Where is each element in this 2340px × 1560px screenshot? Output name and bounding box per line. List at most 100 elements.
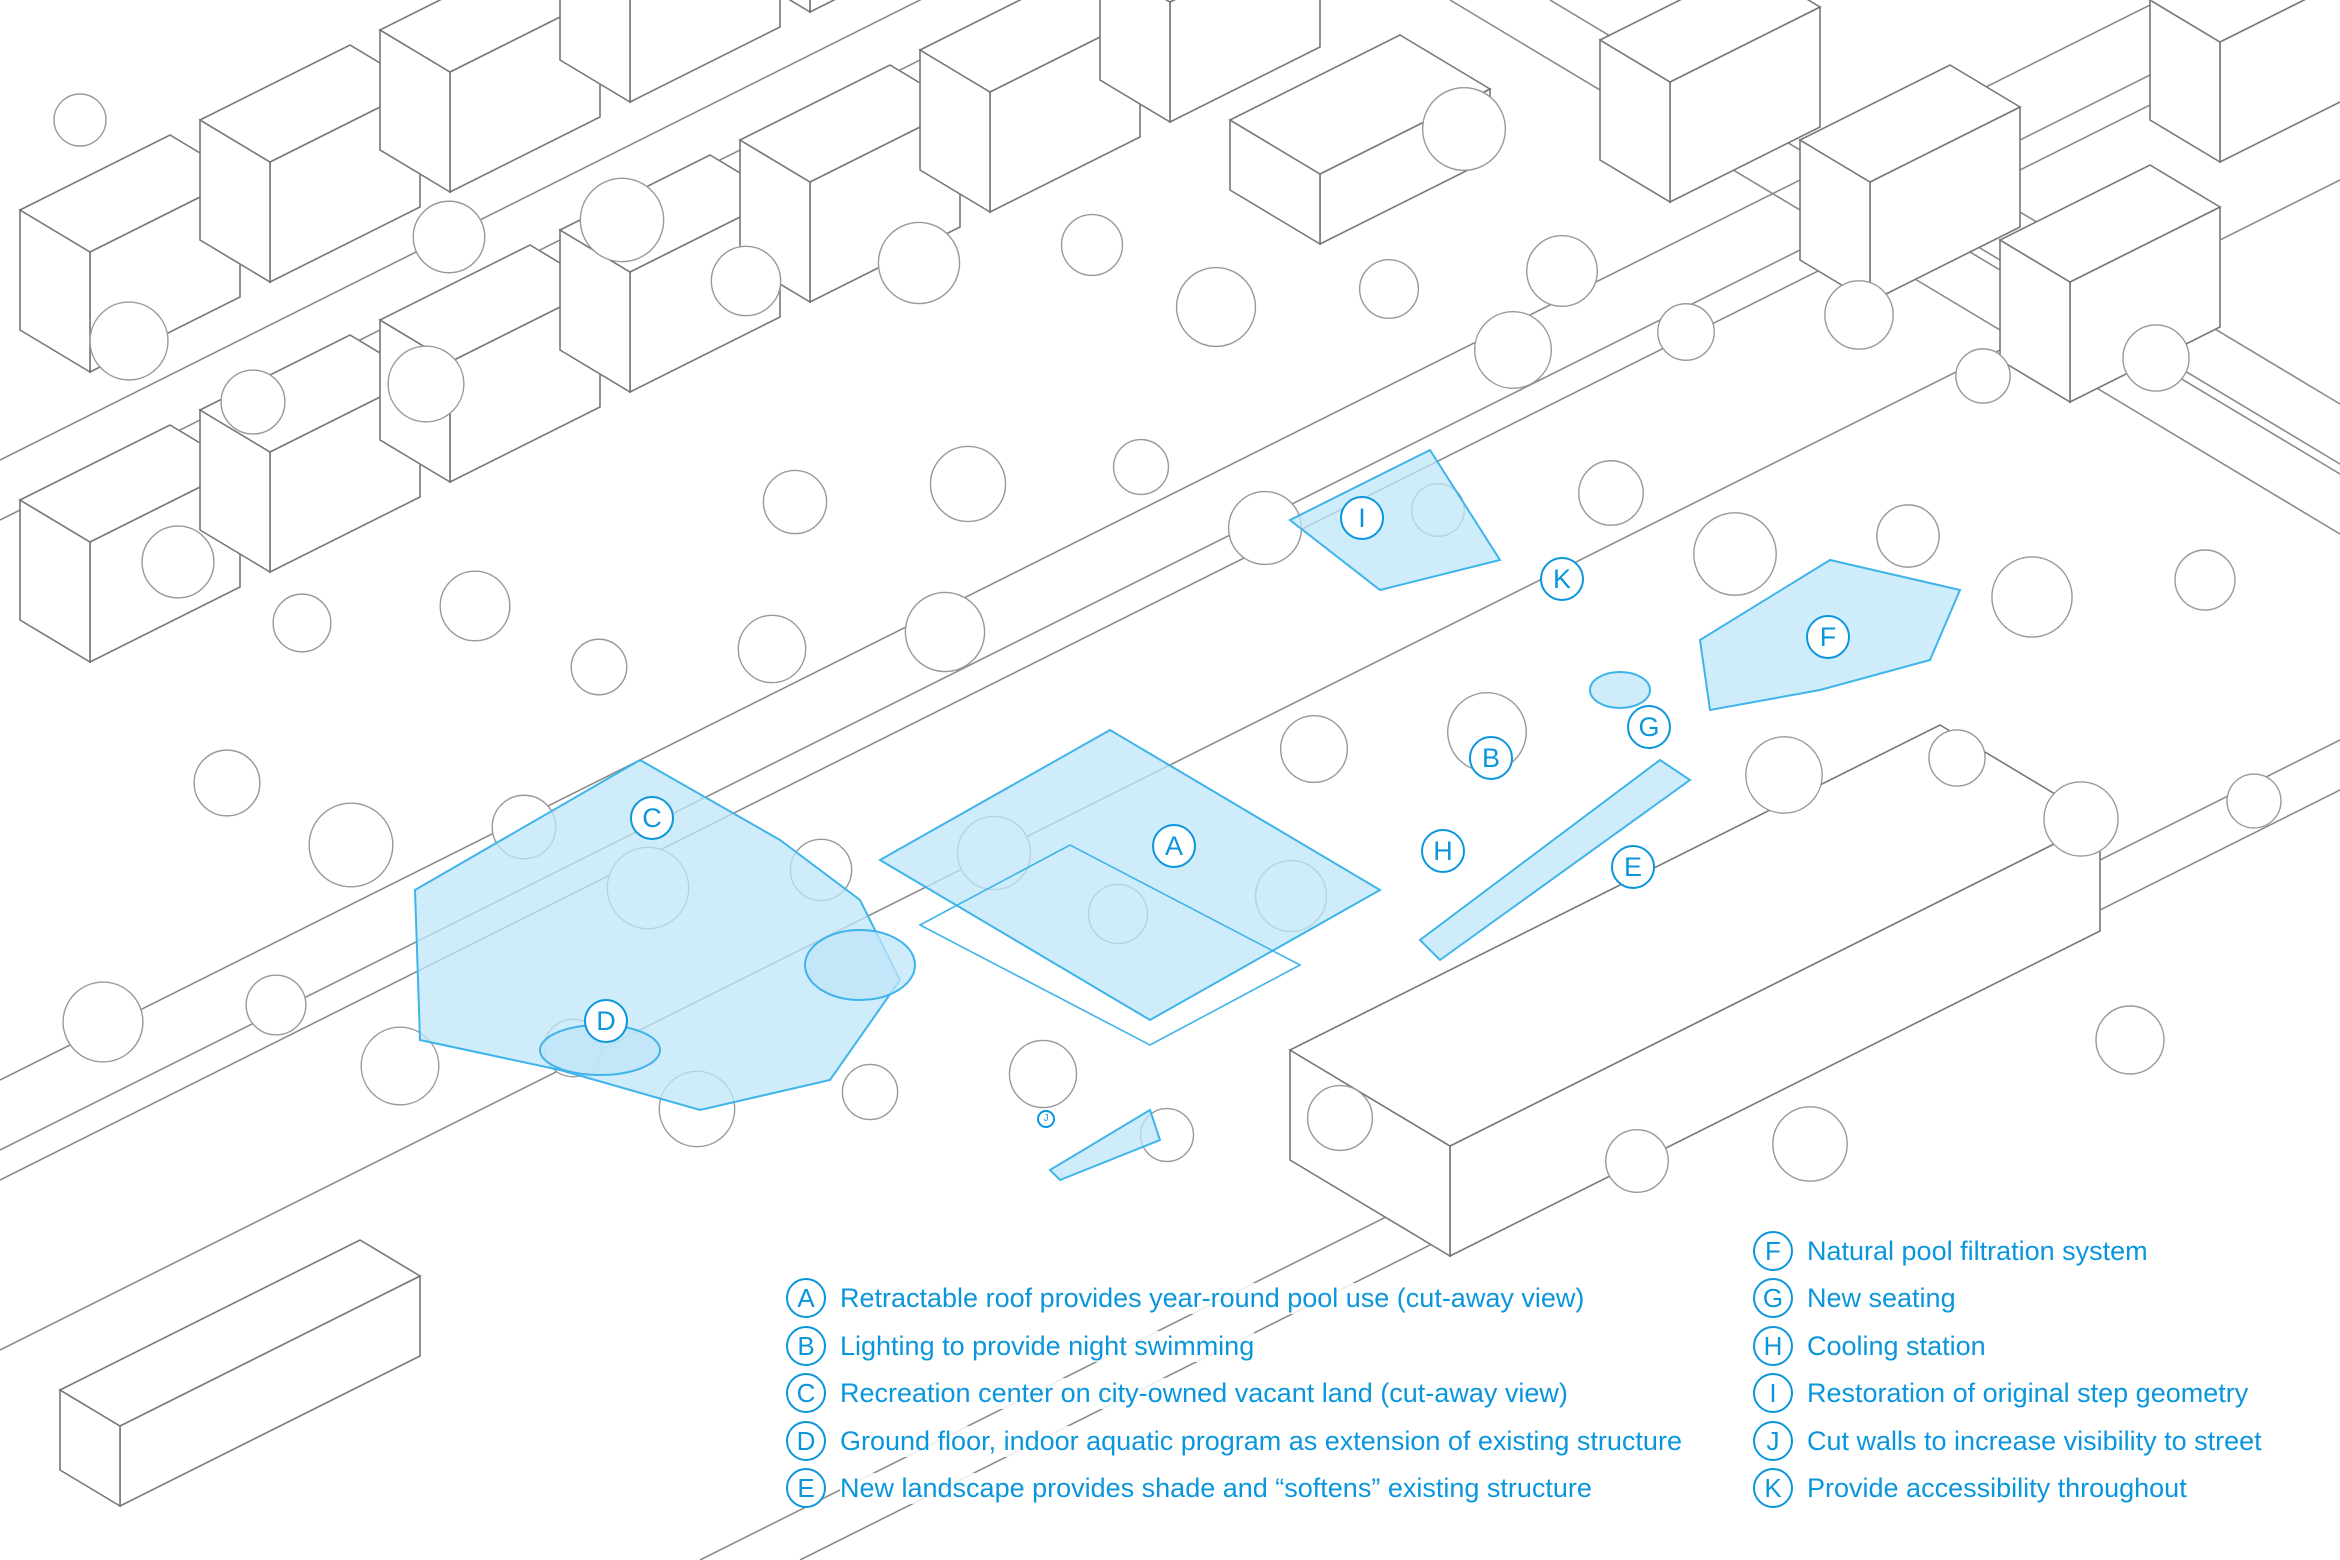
tree	[308, 802, 394, 888]
building-roof	[1228, 34, 1492, 175]
street-line	[0, 179, 2340, 1351]
legend-letter: K	[1753, 1468, 1793, 1508]
cut-wall	[1048, 1108, 1162, 1182]
tree	[737, 614, 807, 684]
legend-item-i: I Restoration of original step geometry	[1753, 1373, 2249, 1413]
seating-ring	[1589, 671, 1651, 709]
tree	[53, 93, 107, 147]
tree	[1928, 729, 1986, 787]
tree	[1060, 213, 1124, 277]
tree	[570, 638, 628, 696]
legend-text: Ground floor, indoor aquatic program as …	[840, 1425, 1682, 1457]
tree	[1175, 266, 1257, 348]
marker-a: A	[1152, 824, 1196, 868]
tree	[1605, 1129, 1669, 1193]
legend-item-d: D Ground floor, indoor aquatic program as…	[786, 1421, 1682, 1461]
tree	[1526, 235, 1598, 307]
marker-i: I	[1340, 496, 1384, 540]
legend-text: New seating	[1807, 1282, 1956, 1314]
building-face	[809, 0, 836, 14]
tree	[1008, 1039, 1078, 1109]
tree	[1112, 438, 1170, 496]
legend-letter: C	[786, 1373, 826, 1413]
legend-letter: H	[1753, 1326, 1793, 1366]
building-roof	[378, 0, 596, 73]
tree	[2122, 324, 2190, 392]
tree	[272, 593, 332, 653]
recreation-center-disc-2	[804, 929, 916, 1001]
legend-text: Lighting to provide night swimming	[840, 1330, 1255, 1362]
marker-g: G	[1627, 705, 1671, 749]
legend-letter: I	[1753, 1373, 1793, 1413]
tree	[1955, 348, 2011, 404]
tree	[1772, 1106, 1848, 1182]
marker-b: B	[1469, 736, 1513, 780]
tree	[1745, 736, 1823, 814]
marker-h: H	[1421, 829, 1465, 873]
tree	[710, 245, 782, 317]
street-line	[0, 0, 2162, 1081]
legend-text: Cooling station	[1807, 1330, 1986, 1362]
building-roof	[1598, 0, 1822, 83]
legend-letter: E	[786, 1468, 826, 1508]
marker-j: J	[1037, 1110, 1055, 1128]
building-face	[788, 0, 811, 14]
recreation-center-cutaway	[413, 758, 902, 1112]
landscape-strip	[1418, 758, 1692, 962]
tree	[1358, 258, 1420, 320]
tree	[1824, 280, 1894, 350]
legend-item-h: H Cooling station	[1753, 1326, 1986, 1366]
legend-letter: F	[1753, 1231, 1793, 1271]
legend-item-a: A Retractable roof provides year-round po…	[786, 1278, 1585, 1318]
tree	[877, 221, 961, 305]
tree	[412, 200, 486, 274]
tree	[1473, 310, 1553, 390]
tree	[439, 570, 511, 642]
building-roof	[1998, 164, 2222, 283]
proposal-highlights	[413, 448, 1962, 1182]
tree	[1693, 512, 1777, 596]
tree	[929, 445, 1007, 523]
tree	[141, 525, 215, 599]
tree	[89, 301, 169, 381]
legend-letter: A	[786, 1278, 826, 1318]
tree	[1279, 714, 1349, 784]
building-roof	[1165, 0, 1176, 3]
legend-text: New landscape provides shade and “soften…	[840, 1472, 1592, 1504]
marker-k: K	[1540, 557, 1584, 601]
legend-letter: J	[1753, 1421, 1793, 1461]
tree	[841, 1063, 899, 1121]
marker-e: E	[1611, 845, 1655, 889]
building-face	[629, 0, 781, 104]
building-roof	[2148, 0, 2306, 43]
tree	[762, 469, 828, 535]
tree	[579, 177, 665, 263]
tree	[2174, 549, 2236, 611]
legend-text: Retractable roof provides year-round poo…	[840, 1282, 1585, 1314]
street-line	[0, 0, 922, 461]
tree	[360, 1026, 440, 1106]
legend-text: Restoration of original step geometry	[1807, 1377, 2249, 1409]
marker-d: D	[584, 999, 628, 1043]
tree	[2226, 773, 2282, 829]
legend-text: Natural pool filtration system	[1807, 1235, 2148, 1267]
tree	[387, 345, 465, 423]
retractable-roof-grid	[918, 844, 1302, 1046]
tree	[193, 749, 261, 817]
tree	[220, 369, 286, 435]
legend-letter: B	[786, 1326, 826, 1366]
building-roof	[1798, 64, 2022, 183]
tree	[1657, 303, 1715, 361]
legend-letter: D	[786, 1421, 826, 1461]
tree	[1876, 504, 1940, 568]
tree	[2043, 781, 2119, 857]
retractable-roof	[878, 728, 1382, 1022]
legend-item-b: B Lighting to provide night swimming	[786, 1326, 1255, 1366]
legend-item-f: F Natural pool filtration system	[1753, 1231, 2148, 1271]
tree	[2095, 1005, 2165, 1075]
marker-c: C	[630, 796, 674, 840]
